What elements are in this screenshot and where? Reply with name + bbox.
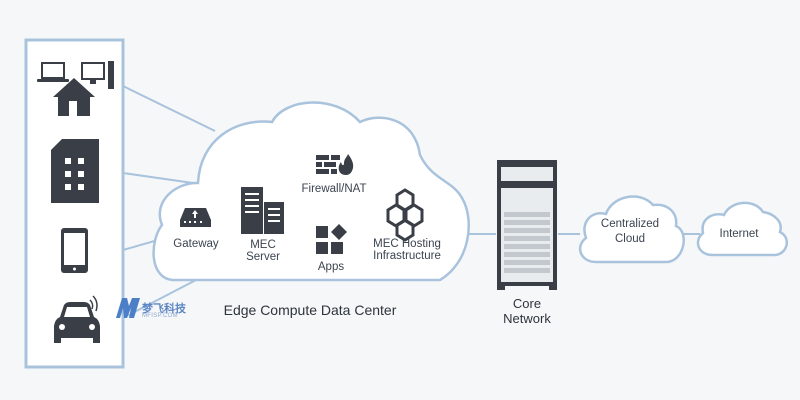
mec-hosting-label-line2: Infrastructure <box>373 250 441 262</box>
watermark-subtext: MFISP.COM <box>142 313 178 319</box>
edge-cloud-shape <box>152 101 470 282</box>
watermark-logo-icon <box>116 298 140 318</box>
mec-hosting-label: MEC Hosting Infrastructure <box>364 238 450 262</box>
mec-server-icon <box>241 187 284 234</box>
gateway-icon <box>180 208 211 227</box>
mec-server-label-line1: MEC <box>250 239 276 251</box>
internet-cloud-shape <box>696 201 789 257</box>
link-phone <box>122 239 159 251</box>
home-office-icon <box>37 61 114 116</box>
connected-car-icon <box>54 295 100 343</box>
firewall-label: Firewall/NAT <box>301 183 367 195</box>
watermark-text: 梦飞科技 <box>142 303 186 315</box>
edge-dc-label: Edge Compute Data Center <box>223 302 397 318</box>
firewall-icon <box>316 154 354 175</box>
link-building <box>122 172 194 184</box>
centralized-cloud-label-line1: Centralized <box>600 218 660 230</box>
core-network-rack-icon <box>497 160 557 290</box>
internet-label: Internet <box>719 228 759 240</box>
core-network-label: Core Network <box>492 296 562 326</box>
mec-hosting-label-line1: MEC Hosting <box>373 238 441 250</box>
core-network-label-line2: Network <box>503 311 551 326</box>
centralized-cloud-label: Centralized Cloud <box>592 218 668 245</box>
core-network-label-line1: Core <box>512 296 542 311</box>
mec-hosting-icon <box>386 188 424 242</box>
building-icon <box>51 139 99 203</box>
mec-server-label: MEC Server <box>236 239 290 263</box>
centralized-cloud-label-line2: Cloud <box>614 233 646 245</box>
gateway-label: Gateway <box>173 238 219 250</box>
smartphone-icon <box>61 228 88 273</box>
apps-icon <box>316 224 347 254</box>
centralized-cloud-shape <box>578 195 685 264</box>
mec-server-label-line2: Server <box>246 251 280 263</box>
apps-label: Apps <box>317 261 345 273</box>
link-home <box>122 85 216 132</box>
